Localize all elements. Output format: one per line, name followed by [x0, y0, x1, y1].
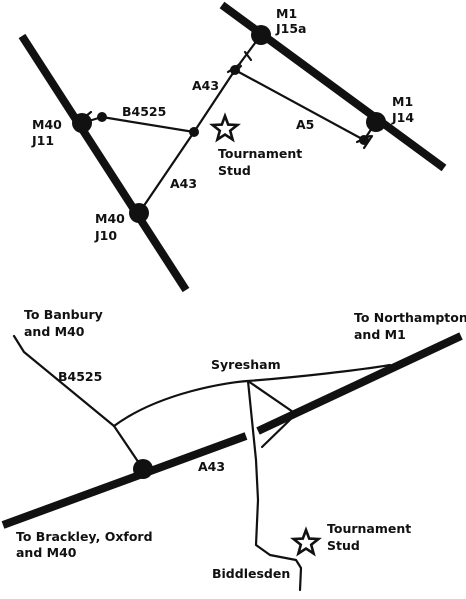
m40-j11-junction: [72, 113, 92, 133]
a43-upper-label: A43: [192, 78, 219, 93]
m40-j11-label: M40 J11: [31, 117, 66, 148]
m1-j15a-label: M1 J15a: [275, 6, 306, 36]
a43-label: A43: [198, 459, 225, 474]
top-map: M1 J15a M1 J14 M40 J11 M40 J10 B4525 A43…: [18, 1, 447, 293]
tournament-stud-label: Tournament Stud: [327, 521, 416, 553]
a43-b4525-roundabout: [133, 459, 153, 479]
m40-j10-junction: [129, 203, 149, 223]
to-northampton-label: To Northampton and M1: [354, 310, 466, 342]
a43-road-west: [1, 432, 248, 529]
a43-road: [137, 33, 263, 215]
a5-j14-junction-dot: [359, 135, 369, 145]
to-brackley-label: To Brackley, Oxford and M40: [16, 529, 157, 560]
bottom-map: To Banbury and M40 To Northampton and M1…: [1, 307, 466, 592]
b4525-label: B4525: [122, 104, 166, 119]
tournament-stud-label: Tournament Stud: [218, 146, 307, 178]
star-outline-icon: [209, 112, 241, 143]
a43-b4525-junction-dot: [189, 127, 199, 137]
b4525-road: [100, 115, 196, 134]
a43-a5-junction-dot: [230, 65, 240, 75]
m40-motorway: [18, 33, 190, 293]
a5-label: A5: [296, 117, 314, 132]
m40-j10-label: M40 J10: [94, 211, 129, 243]
a43-slip-road: [260, 412, 298, 449]
a43-lower-label: A43: [170, 176, 197, 191]
m1-j14-junction: [366, 112, 386, 132]
biddlesden-label: Biddlesden: [212, 566, 290, 581]
m1-j15a-junction: [251, 25, 271, 45]
a43-road-east: [256, 332, 463, 435]
star-outline-icon: [290, 526, 322, 557]
biddlesden-road: [246, 379, 303, 592]
b4525-road: [12, 334, 145, 471]
syresham-label: Syresham: [211, 357, 281, 372]
m1-j14-label: M1 J14: [391, 94, 418, 125]
b4525-junction-dot: [97, 112, 107, 122]
b4525-label: B4525: [58, 369, 102, 384]
to-banbury-label: To Banbury and M40: [24, 307, 107, 339]
a5-road: [233, 68, 366, 142]
a43-link-road: [246, 379, 298, 416]
